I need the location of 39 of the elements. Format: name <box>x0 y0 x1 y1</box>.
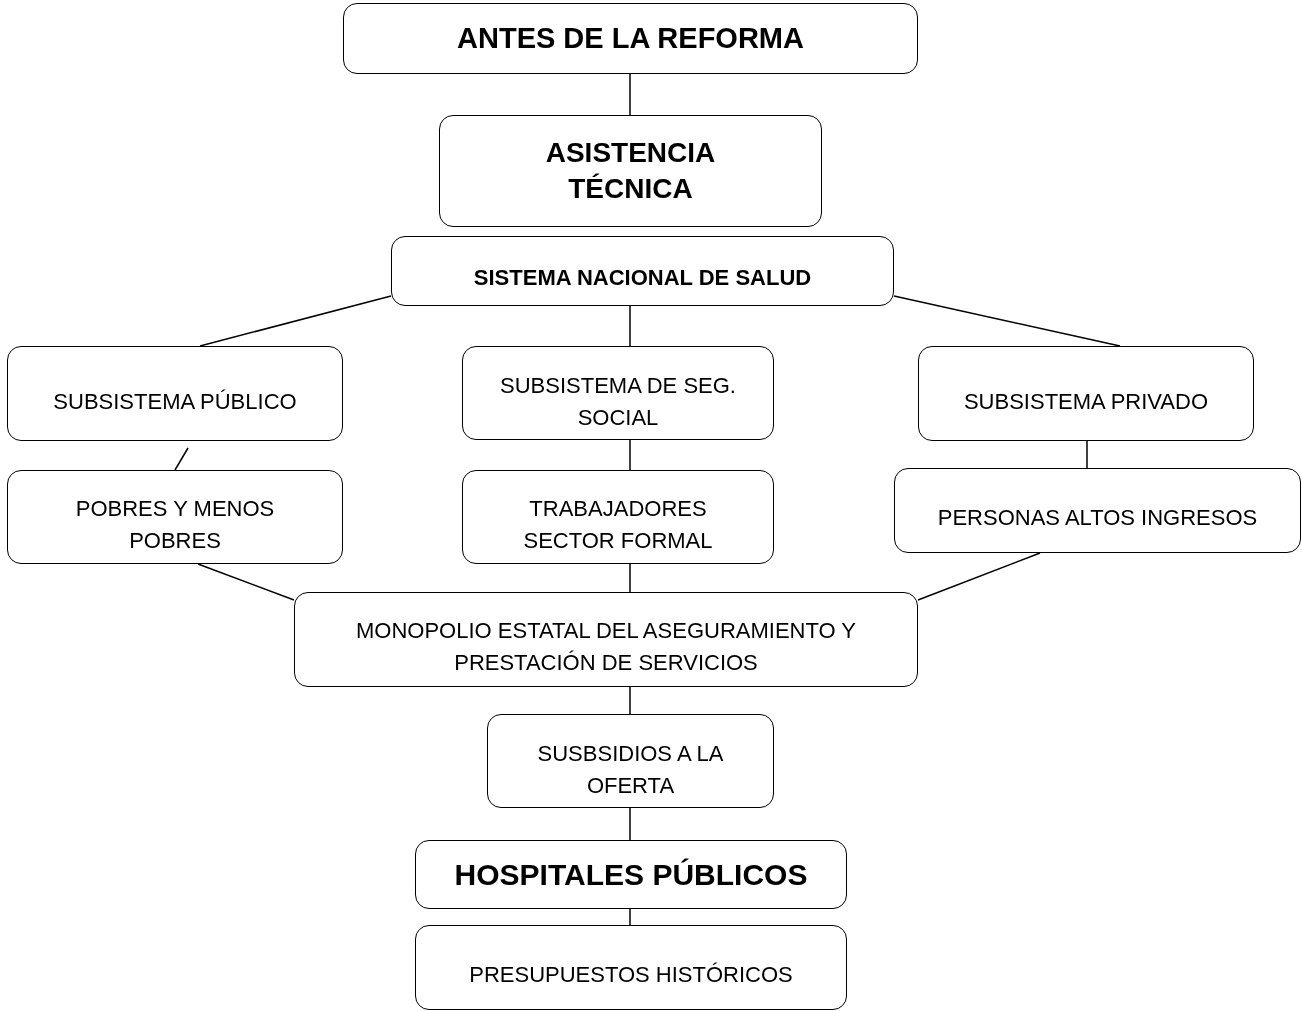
process-box <box>462 346 774 440</box>
connector-line <box>917 552 1041 601</box>
connector-line <box>199 295 392 347</box>
connector-line <box>629 563 631 593</box>
connector-line <box>174 447 189 471</box>
process-box <box>894 468 1301 553</box>
connector-line <box>629 908 631 926</box>
connector-line <box>629 305 631 347</box>
process-box <box>415 925 847 1010</box>
connector-line <box>629 686 631 715</box>
process-box <box>294 592 918 687</box>
box-label: PERSONAS ALTOS INGRESOS <box>936 504 1259 533</box>
connector-line <box>893 295 1121 347</box>
process-box <box>7 470 343 564</box>
box-label: POBRES Y MENOS POBRES <box>74 494 276 555</box>
connector-line <box>629 807 631 841</box>
process-box <box>415 840 847 909</box>
process-box <box>7 346 343 441</box>
process-box <box>343 3 918 74</box>
process-box <box>439 115 822 227</box>
box-label: ANTES DE LA REFORMA <box>456 20 805 56</box>
connector-line <box>1086 440 1088 469</box>
connector-line <box>629 439 631 471</box>
process-box <box>918 346 1254 441</box>
process-box <box>487 714 774 808</box>
box-label: PRESUPUESTOS HISTÓRICOS <box>468 961 794 990</box>
box-label: SISTEMA NACIONAL DE SALUD <box>472 263 813 292</box>
box-label: SUBSISTEMA DE SEG. SOCIAL <box>499 371 737 432</box>
connector-line <box>629 73 631 116</box>
process-box <box>391 236 894 306</box>
box-label: MONOPOLIO ESTATAL DEL ASEGURAMIENTO Y PRESTACIÓN DE SERVICIOS <box>355 617 857 677</box>
connector-line <box>197 563 295 601</box>
box-label: TRABAJADORES SECTOR FORMAL <box>522 494 714 555</box>
box-label: SUBSISTEMA PÚBLICO <box>52 388 298 417</box>
process-box <box>462 470 774 564</box>
box-label: HOSPITALES PÚBLICOS <box>453 857 809 893</box>
box-label: SUSBSIDIOS A LA OFERTA <box>536 739 725 800</box>
box-label: SUBSISTEMA PRIVADO <box>962 388 1210 417</box>
box-label: ASISTENCIA TÉCNICA <box>544 135 717 206</box>
